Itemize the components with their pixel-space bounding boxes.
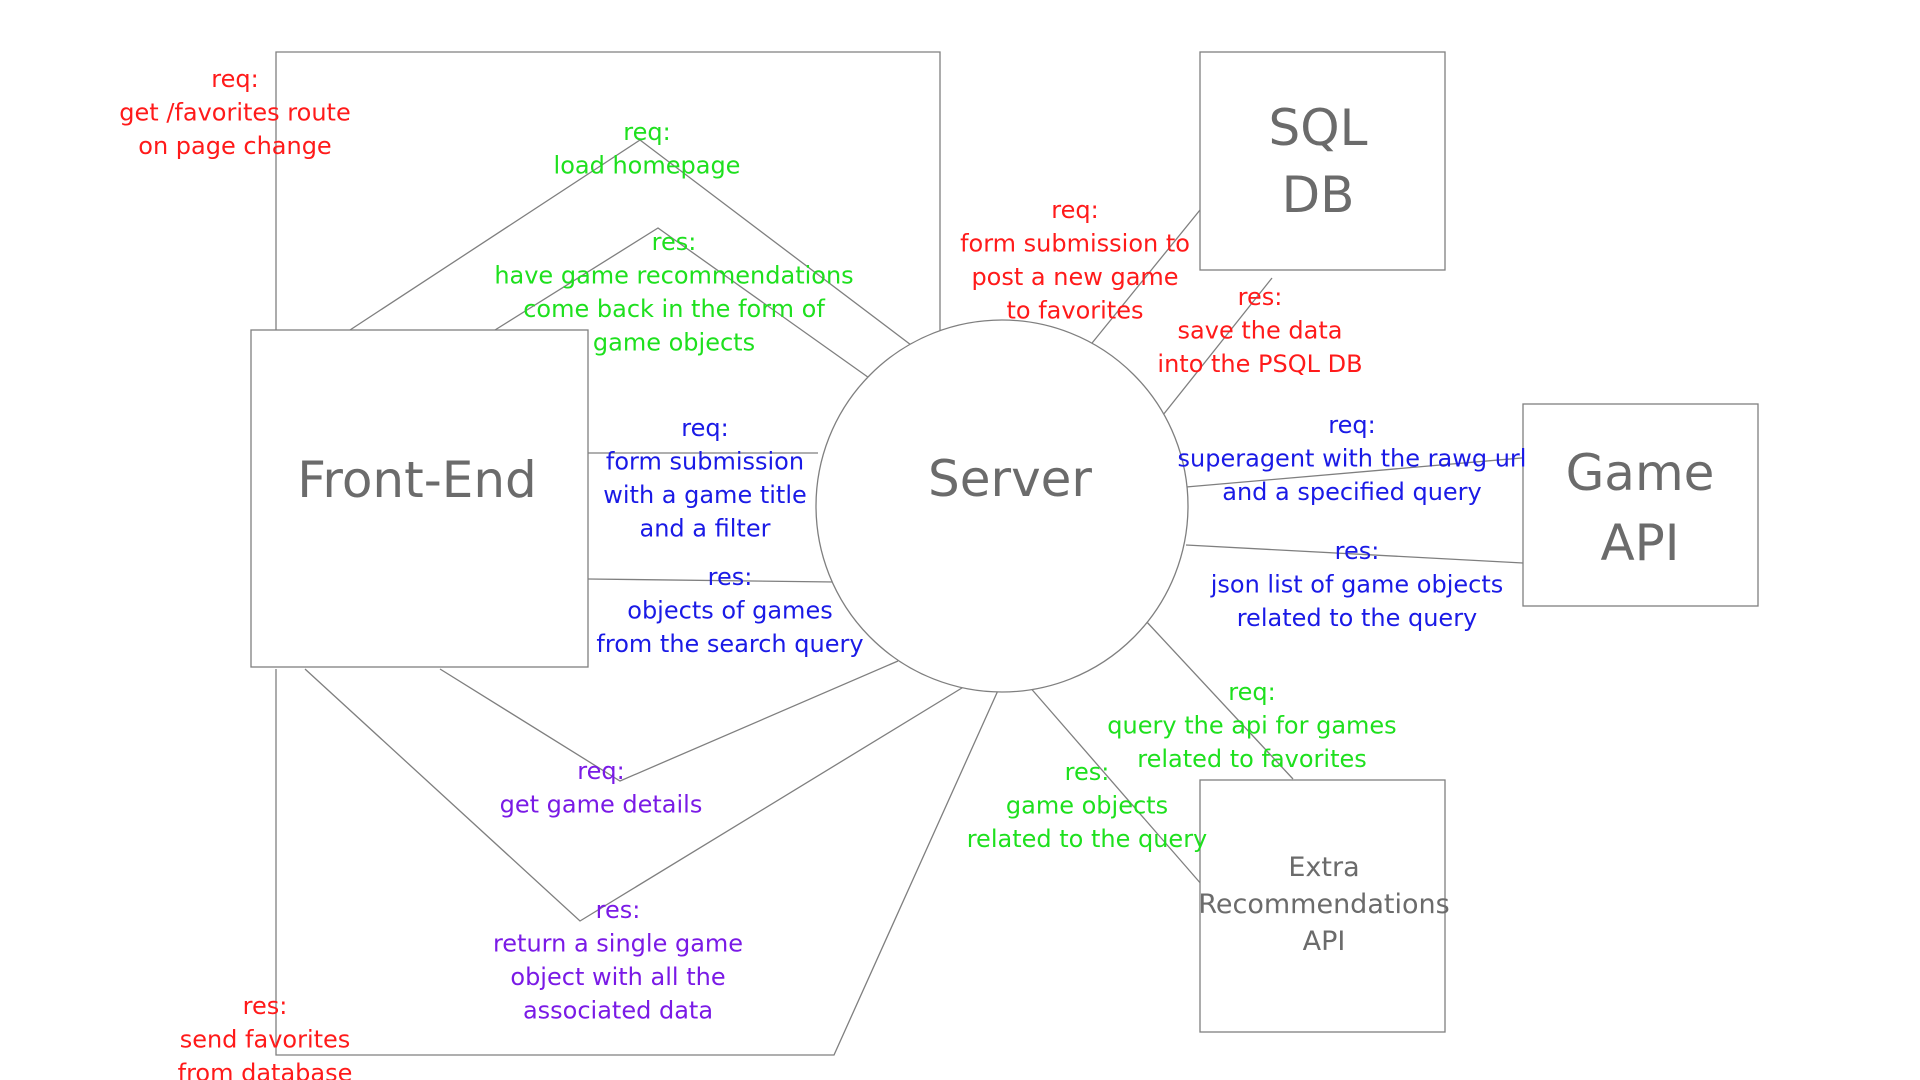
text-line: to favorites bbox=[1007, 297, 1144, 325]
text-line: from database bbox=[178, 1059, 353, 1080]
text-line: return a single game bbox=[493, 930, 743, 958]
text-line: related to the query bbox=[1237, 604, 1478, 632]
text-line: form submission bbox=[606, 448, 804, 476]
text-line: have game recommendations bbox=[494, 262, 853, 290]
node-server: Server bbox=[815, 319, 1189, 693]
text-line: associated data bbox=[523, 997, 713, 1025]
connector-send-favorites bbox=[275, 669, 1001, 1056]
server-label: Server bbox=[928, 450, 1092, 508]
text-line: Game bbox=[1566, 444, 1715, 502]
annotation-game-details-request: req: get game details bbox=[500, 757, 703, 819]
text-line: come back in the form of bbox=[523, 295, 825, 323]
annotation-load-homepage-request: req: load homepage bbox=[554, 118, 741, 180]
annotation-recommendations-response: res: have game recommendations come back i… bbox=[494, 228, 853, 357]
sql-db-box bbox=[1199, 51, 1446, 271]
text-line: req: bbox=[211, 65, 258, 93]
annotation-single-game-response: res: return a single game object with all … bbox=[493, 896, 743, 1025]
text-line: SQL bbox=[1269, 99, 1368, 157]
text-line: get game details bbox=[500, 791, 703, 819]
text-line: game objects bbox=[1006, 792, 1168, 820]
text-line: req: bbox=[1228, 678, 1275, 706]
text-line: on page change bbox=[138, 132, 331, 160]
extra-api-box bbox=[1199, 779, 1446, 1033]
annotation-get-favorites-request: req: get /favorites route on page change bbox=[119, 65, 350, 160]
text-line: req: bbox=[577, 757, 624, 785]
text-line: req: bbox=[1328, 411, 1375, 439]
text-line: and a filter bbox=[640, 515, 771, 543]
text-line: object with all the bbox=[510, 963, 725, 991]
text-line: res: bbox=[708, 563, 753, 591]
annotation-superagent-request: req: superagent with the rawg url and a sp… bbox=[1178, 411, 1527, 506]
connector-sql-request bbox=[1087, 209, 1201, 349]
text-line: from the search query bbox=[596, 630, 863, 658]
sql-db-label: SQL DB bbox=[1269, 99, 1368, 224]
text-line: related to favorites bbox=[1137, 745, 1367, 773]
text-line: form submission to bbox=[960, 230, 1190, 258]
text-line: res: bbox=[1238, 283, 1283, 311]
text-line: res: bbox=[1335, 537, 1380, 565]
text-line: API bbox=[1600, 514, 1679, 572]
server-circle bbox=[815, 319, 1189, 693]
connector-sql-response bbox=[1162, 277, 1273, 416]
annotation-send-favorites-response: res: send favorites from database bbox=[178, 992, 353, 1080]
node-sql-db: SQL DB bbox=[1199, 51, 1446, 271]
text-line: save the data bbox=[1178, 317, 1343, 345]
connector-favorites-frame bbox=[275, 51, 941, 335]
connectors bbox=[275, 51, 1534, 1056]
text-line: objects of games bbox=[627, 597, 832, 625]
node-frontend: Front-End bbox=[250, 329, 589, 668]
frontend-label: Front-End bbox=[297, 451, 537, 509]
connector-game-api-request bbox=[1185, 456, 1534, 488]
frontend-box bbox=[250, 329, 589, 668]
annotation-query-favorites-request: req: query the api for games related to fa… bbox=[1107, 678, 1396, 773]
text-line: into the PSQL DB bbox=[1157, 350, 1362, 378]
connector-game-details bbox=[439, 660, 899, 782]
text-line: game objects bbox=[593, 329, 755, 357]
text-line: Front-End bbox=[297, 451, 537, 509]
text-line: res: bbox=[243, 992, 288, 1020]
annotation-form-submission-favorites-request: req: form submission to post a new game to … bbox=[960, 196, 1190, 325]
text-line: post a new game bbox=[971, 263, 1178, 291]
connector-extra-request bbox=[1144, 619, 1294, 780]
text-line: query the api for games bbox=[1107, 712, 1396, 740]
annotation-search-form-request: req: form submission with a game title and … bbox=[603, 414, 807, 543]
text-line: Server bbox=[928, 450, 1092, 508]
game-api-box bbox=[1522, 403, 1759, 607]
annotation-json-list-response: res: json list of game objects related to … bbox=[1210, 537, 1504, 632]
text-line: Recommendations bbox=[1198, 889, 1449, 920]
text-line: related to the query bbox=[967, 825, 1208, 853]
text-line: with a game title bbox=[603, 481, 807, 509]
text-line: req: bbox=[623, 118, 670, 146]
text-line: get /favorites route bbox=[119, 99, 350, 127]
annotations: req: get /favorites route on page change r… bbox=[119, 65, 1526, 1080]
text-line: and a specified query bbox=[1222, 478, 1482, 506]
connector-search-response bbox=[587, 578, 836, 583]
text-line: Extra bbox=[1288, 852, 1359, 883]
text-line: res: bbox=[652, 228, 697, 256]
text-line: superagent with the rawg url bbox=[1178, 445, 1527, 473]
annotation-search-results-response: res: objects of games from the search quer… bbox=[596, 563, 863, 658]
text-line: res: bbox=[1065, 758, 1110, 786]
connector-load-homepage bbox=[349, 139, 916, 349]
connector-extra-response bbox=[1027, 684, 1203, 886]
text-line: DB bbox=[1282, 166, 1355, 224]
text-line: API bbox=[1303, 926, 1346, 957]
annotation-save-data-response: res: save the data into the PSQL DB bbox=[1157, 283, 1362, 378]
connector-game-api-response bbox=[1185, 544, 1524, 564]
text-line: send favorites bbox=[180, 1026, 351, 1054]
text-line: load homepage bbox=[554, 152, 741, 180]
connector-recommendations bbox=[494, 227, 873, 381]
text-line: req: bbox=[1051, 196, 1098, 224]
connector-single-game bbox=[304, 668, 976, 922]
text-line: json list of game objects bbox=[1210, 571, 1504, 599]
text-line: req: bbox=[681, 414, 728, 442]
text-line: res: bbox=[596, 896, 641, 924]
annotation-extra-objects-response: res: game objects related to the query bbox=[967, 758, 1208, 853]
